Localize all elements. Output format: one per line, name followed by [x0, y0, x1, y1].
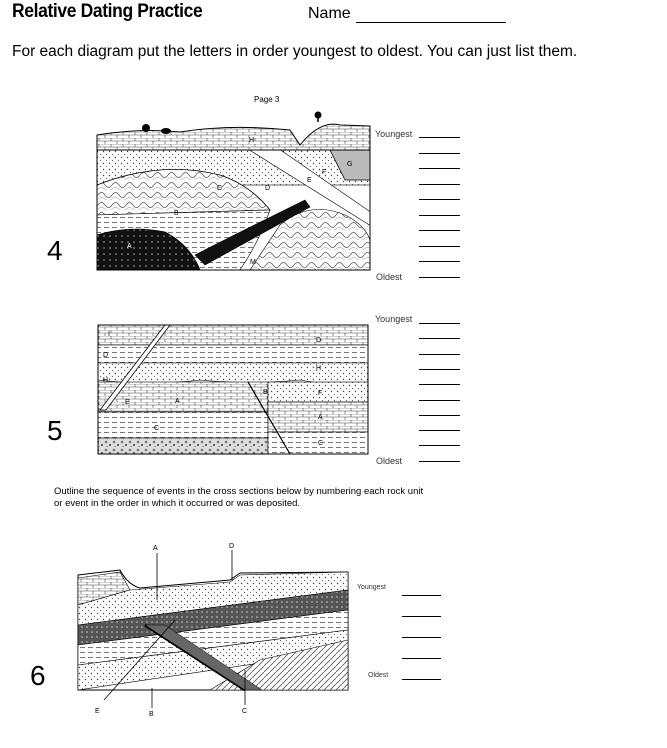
diagram-4-answer-blank[interactable] [419, 277, 460, 278]
svg-text:H: H [316, 365, 321, 372]
svg-text:A: A [153, 545, 158, 552]
svg-text:B: B [263, 389, 268, 396]
diagram-5-youngest-label: Youngest [375, 314, 412, 324]
svg-text:A: A [175, 398, 180, 405]
diagram-4-answer-blank[interactable] [419, 137, 460, 138]
diagram-6-oldest-label: Oldest [368, 672, 388, 679]
diagram-4-answer-blank[interactable] [419, 230, 460, 231]
diagram-6-answer-blank[interactable] [402, 679, 441, 680]
diagram-5-answer-blank[interactable] [419, 461, 460, 462]
diagram-5-answer-blank[interactable] [419, 323, 460, 324]
diagram-6-answer-blank[interactable] [402, 637, 441, 638]
svg-text:B: B [149, 711, 154, 718]
diagram-5-oldest-label: Oldest [376, 456, 402, 466]
svg-text:A: A [127, 243, 132, 250]
diagram-4-answer-blank[interactable] [419, 215, 460, 216]
diagram-5-answer-blank[interactable] [419, 369, 460, 370]
diagram-4-answer-blank[interactable] [419, 261, 460, 262]
diagram-6-answer-blank[interactable] [402, 658, 441, 659]
svg-text:C: C [242, 708, 247, 715]
svg-text:D: D [229, 543, 234, 550]
svg-text:H: H [249, 137, 254, 144]
svg-text:F: F [318, 390, 322, 397]
svg-text:E: E [307, 177, 312, 184]
svg-text:M: M [250, 259, 256, 266]
svg-text:H: H [103, 377, 108, 384]
diagram-6-answer-blank[interactable] [402, 616, 441, 617]
svg-text:F: F [322, 169, 326, 176]
diagram-4-answer-blank[interactable] [419, 246, 460, 247]
diagram-5-answer-blank[interactable] [419, 354, 460, 355]
svg-text:B: B [174, 210, 179, 217]
svg-text:D: D [316, 337, 321, 344]
diagram-4-number: 4 [47, 235, 63, 267]
diagram-4-answer-blank[interactable] [419, 199, 460, 200]
svg-text:C: C [318, 440, 323, 447]
svg-text:D: D [265, 185, 270, 192]
svg-text:C: C [217, 185, 222, 192]
diagram-4-youngest-label: Youngest [375, 129, 412, 139]
svg-text:E: E [125, 399, 130, 406]
outline-line-2: or event in the order in which it occurr… [54, 498, 423, 510]
svg-text:C: C [154, 425, 159, 432]
diagram-5-number: 5 [47, 415, 63, 447]
svg-text:D: D [103, 352, 108, 359]
diagram-6-cross-section: A D E B C [78, 543, 348, 718]
diagram-4-answer-blank[interactable] [419, 153, 460, 154]
diagram-4-answer-blank[interactable] [419, 168, 460, 169]
diagram-6-number: 6 [30, 660, 46, 692]
svg-text:G: G [347, 161, 352, 168]
diagram-5-cross-section: I D H E A C B D H F A C [98, 325, 368, 454]
diagram-5-answer-blank[interactable] [419, 445, 460, 446]
diagram-4-oldest-label: Oldest [376, 272, 402, 282]
svg-text:E: E [95, 708, 100, 715]
diagram-5-answer-blank[interactable] [419, 430, 460, 431]
diagram-6-youngest-label: Youngest [357, 584, 386, 591]
diagram-5-answer-blank[interactable] [419, 384, 460, 385]
svg-text:A: A [318, 414, 323, 421]
svg-text:I: I [108, 331, 110, 338]
outline-line-1: Outline the sequence of events in the cr… [54, 486, 423, 498]
diagram-5-answer-blank[interactable] [419, 400, 460, 401]
diagram-4-answer-blank[interactable] [419, 184, 460, 185]
diagram-5-answer-blank[interactable] [419, 338, 460, 339]
diagram-5-answer-blank[interactable] [419, 415, 460, 416]
outline-instructions: Outline the sequence of events in the cr… [54, 486, 423, 510]
diagram-4-cross-section: H G F E D C B A M [97, 112, 370, 271]
diagram-6-answer-blank[interactable] [402, 595, 441, 596]
